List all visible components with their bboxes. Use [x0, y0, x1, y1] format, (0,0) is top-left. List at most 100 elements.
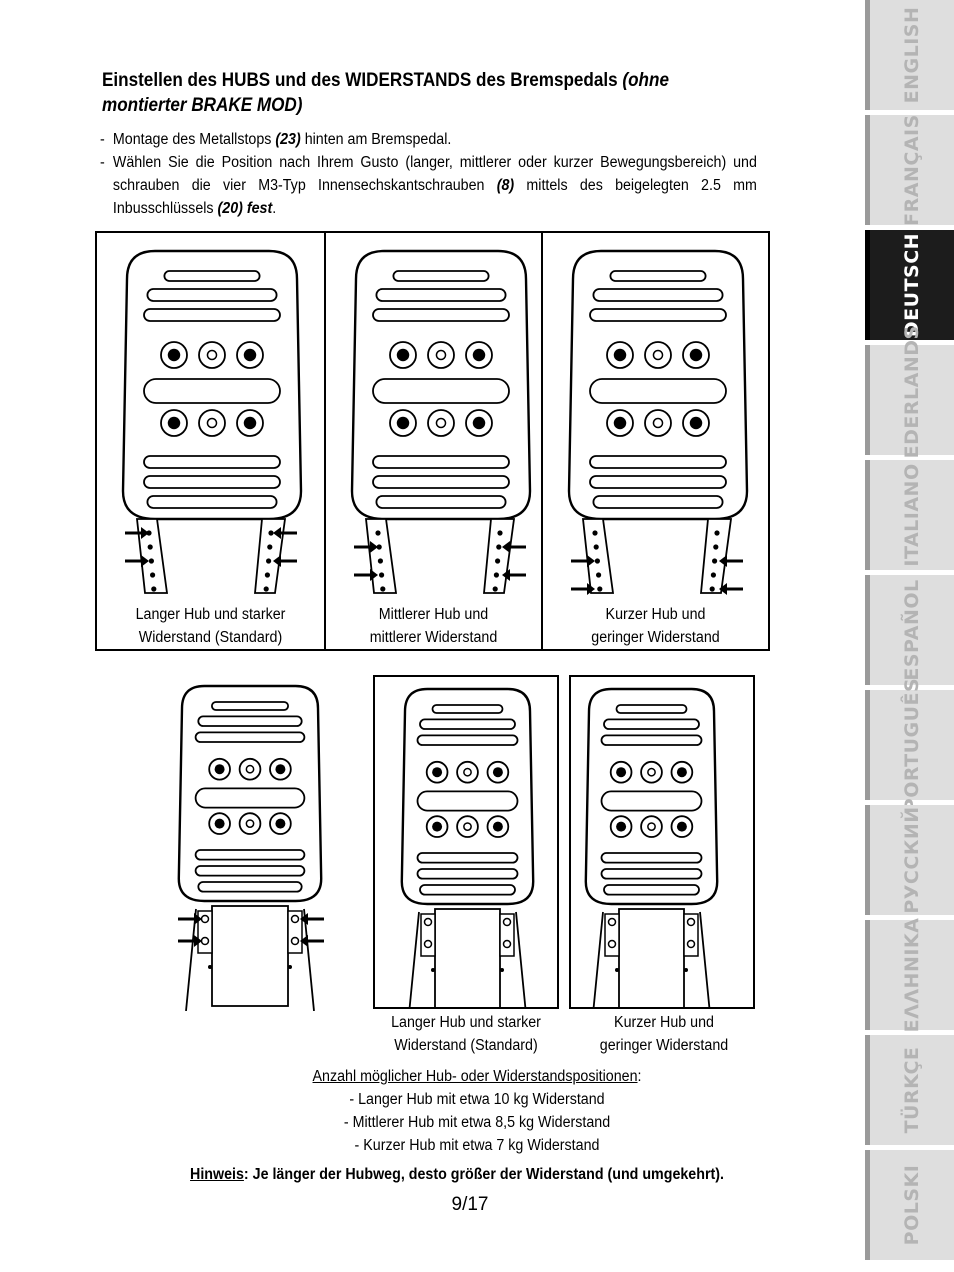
caption-line: Kurzer Hub und — [614, 1014, 714, 1031]
screw-hole-filled — [396, 416, 410, 430]
bolt — [290, 936, 300, 946]
figure-side-long-stroke — [373, 675, 559, 1009]
part-ref: (23) — [275, 131, 301, 148]
bolt — [423, 917, 433, 927]
slot-shape — [163, 270, 261, 282]
screw-hole-filled — [243, 416, 257, 430]
note-text: : Je länger der Hubweg, desto größer der… — [243, 1166, 724, 1183]
language-tab-label: DEUTSCH — [901, 232, 923, 338]
adjust-hole — [497, 530, 503, 536]
instruction-item: - Montage des Metallstops (23) hinten am… — [100, 128, 757, 151]
arrow-head — [194, 935, 202, 947]
figure-side-short-stroke — [569, 675, 755, 1009]
slot-shape — [603, 884, 700, 896]
screw-hole-filled — [616, 767, 627, 778]
language-tab-label: POLSKI — [901, 1164, 923, 1246]
adjust-hole — [713, 544, 719, 550]
screw-hole-ring — [647, 767, 656, 777]
language-tab-label: РУССКИЙ — [901, 806, 923, 914]
language-tab[interactable]: ITALIANO — [865, 460, 954, 570]
pedal-arm — [700, 518, 733, 594]
screw-hole-filled — [613, 348, 627, 362]
pedal-leg — [592, 911, 604, 1007]
language-tab-label: NEDERLANDS — [901, 325, 923, 475]
slot-shape — [143, 475, 281, 489]
slot-shape — [375, 495, 507, 509]
instruction-text: Montage des Metallstops (23) hinten am B… — [113, 128, 757, 151]
caption-line: Widerstand (Standard) — [394, 1037, 538, 1054]
language-tab[interactable]: ENGLISH — [865, 0, 954, 110]
slot-shape — [589, 308, 727, 322]
slot-shape — [146, 288, 278, 302]
pedal-arm — [135, 518, 169, 594]
summary-line: - Mittlerer Hub mit etwa 8,5 kg Widersta… — [343, 1114, 611, 1131]
heading-main: Einstellen des HUBS und des WIDERSTANDS … — [102, 70, 623, 91]
adjust-hole — [500, 968, 504, 972]
adjust-hole — [148, 558, 154, 564]
adjust-hole — [594, 558, 600, 564]
adjust-hole — [592, 530, 598, 536]
language-tab-label: ESPAÑOL — [901, 579, 923, 681]
arrow-head — [370, 569, 378, 581]
slot-shape — [372, 308, 510, 322]
language-tab[interactable]: NEDERLANDS — [865, 325, 954, 475]
caption-line: Kurzer Hub und — [605, 606, 706, 623]
adjust-hole — [492, 586, 498, 592]
pedal-arm — [483, 518, 516, 594]
bolt — [423, 939, 433, 949]
caption-line: mittlerer Widerstand — [369, 629, 498, 646]
part-ref: (8) — [496, 177, 515, 194]
language-tab[interactable]: FRANÇAIS — [865, 114, 954, 226]
slot-shape — [416, 868, 519, 880]
screw-hole-ring — [463, 767, 472, 777]
arrow-head — [273, 527, 281, 539]
slot-shape — [603, 718, 700, 730]
pedal-leg — [408, 911, 420, 1007]
bolt — [607, 939, 617, 949]
caption-line: Widerstand (Standard) — [138, 629, 283, 646]
figure-short-stroke: Kurzer Hub und geringer Widerstand — [541, 233, 768, 649]
adjust-hole — [375, 530, 381, 536]
language-tab-label: ITALIANO — [901, 463, 923, 567]
language-tab[interactable]: PORTUGUÊS — [865, 678, 954, 812]
language-tab-label: TÜRKÇE — [901, 1046, 923, 1134]
slot-shape — [372, 475, 510, 489]
adjust-hole — [714, 530, 720, 536]
slot-shape — [372, 378, 510, 404]
slot-shape — [375, 288, 507, 302]
bullet-dash: - — [100, 154, 105, 171]
bullet-dash: - — [100, 131, 105, 148]
caption-line: Langer Hub und starker — [135, 606, 286, 623]
adjust-hole — [710, 572, 716, 578]
screw-hole-filled — [676, 767, 687, 778]
adjust-hole — [593, 544, 599, 550]
language-tab[interactable]: ESPAÑOL — [865, 575, 954, 685]
adjust-hole — [151, 586, 157, 592]
screw-hole-filled — [432, 767, 443, 778]
pedal-arm — [581, 518, 615, 594]
language-tab[interactable]: DEUTSCH — [865, 230, 954, 340]
adjust-hole — [684, 968, 688, 972]
instruction-list: - Montage des Metallstops (23) hinten am… — [100, 128, 757, 220]
summary-colon: : — [637, 1068, 642, 1085]
language-tab[interactable]: РУССКИЙ — [865, 805, 954, 915]
arrow-head — [194, 913, 202, 925]
screw-hole-filled — [616, 821, 627, 832]
bolt — [686, 939, 696, 949]
adjust-hole — [150, 572, 156, 578]
language-tab[interactable]: ΕΛΛΗΝΙΚΑ — [865, 918, 954, 1032]
screw-hole-filled — [396, 348, 410, 362]
language-tab[interactable]: POLSKI — [865, 1150, 954, 1260]
caption-line: Mittlerer Hub und — [378, 606, 489, 623]
caption-line: geringer Widerstand — [599, 1037, 729, 1054]
slot-shape — [600, 790, 703, 812]
screw-hole-ring — [245, 764, 255, 774]
pedal-illustration — [177, 684, 324, 1011]
slot-shape — [197, 715, 303, 727]
slot-shape — [372, 455, 510, 469]
slot-shape — [194, 787, 306, 809]
adjust-hole — [376, 544, 382, 550]
slot-shape — [392, 270, 490, 282]
language-tab[interactable]: TÜRKÇE — [865, 1035, 954, 1145]
text-run: . — [272, 200, 277, 217]
